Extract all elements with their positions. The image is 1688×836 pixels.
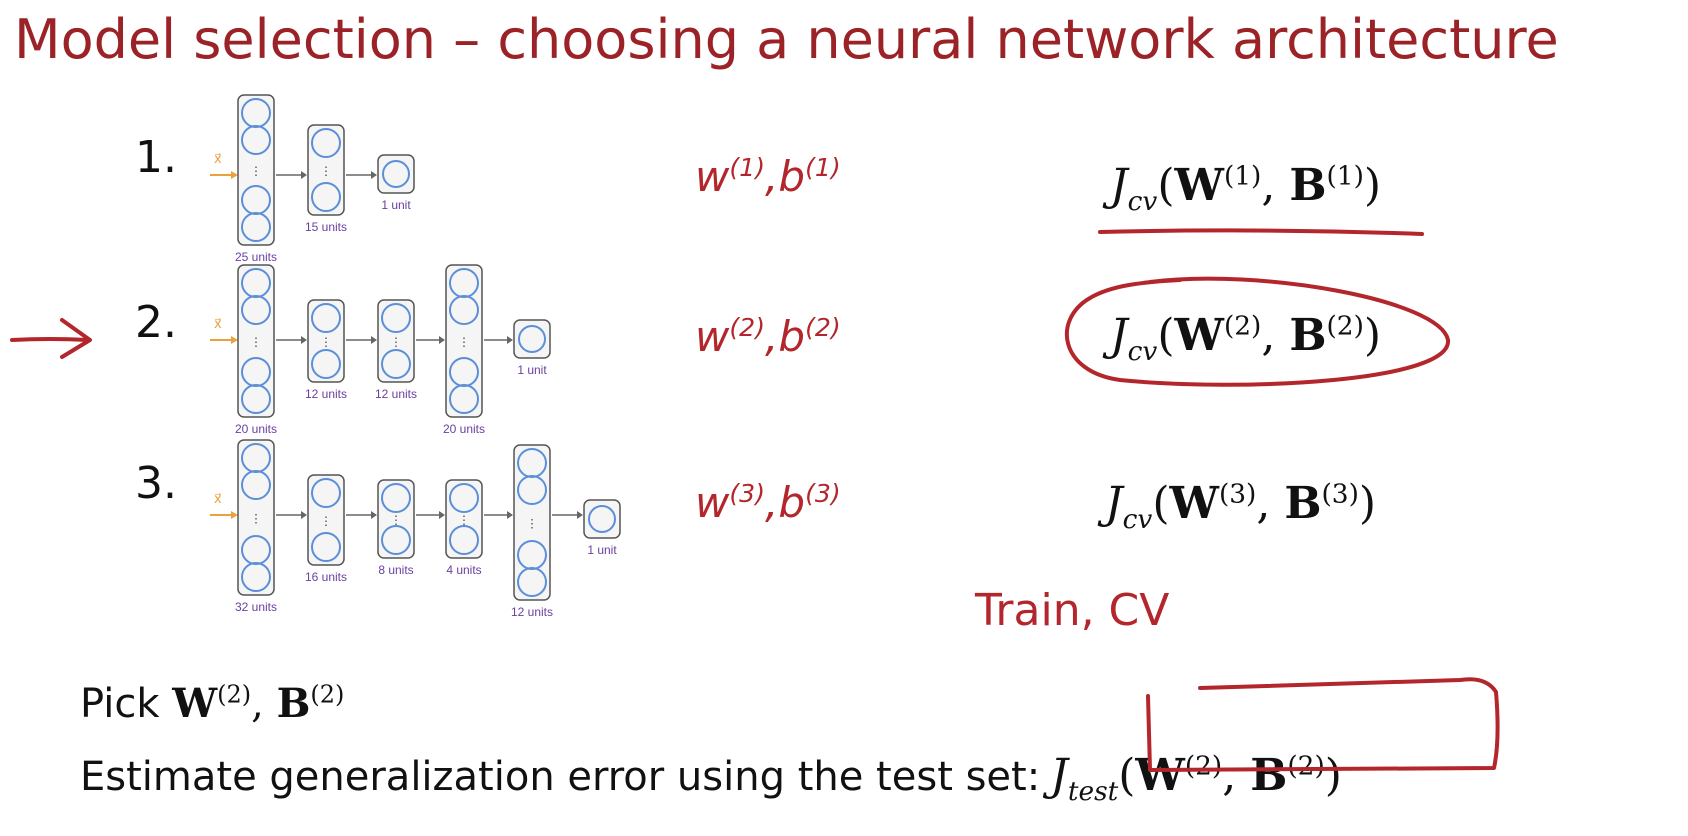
connection-arrowhead <box>371 171 377 179</box>
estimate-line: Estimate generalization error using the … <box>80 750 1342 807</box>
neuron <box>241 384 271 414</box>
neuron <box>381 349 411 379</box>
layer-units-label: 25 units <box>235 250 277 264</box>
connection-arrowhead <box>301 511 307 519</box>
layer-box <box>377 479 415 559</box>
layer-units-label: 15 units <box>305 220 347 234</box>
input-x-label: x⃗ <box>214 492 222 507</box>
neuron <box>517 567 547 597</box>
ellipsis: ⋮ <box>390 513 402 527</box>
layer-units-label: 1 unit <box>517 363 547 377</box>
cost-1-underline <box>1098 228 1424 236</box>
neuron <box>449 295 479 325</box>
input-x-label: x⃗ <box>214 152 222 167</box>
neuron <box>518 325 546 353</box>
neuron <box>311 349 341 379</box>
ellipsis: ⋮ <box>250 512 262 526</box>
layer-units-label: 1 unit <box>381 198 411 212</box>
layer-box <box>307 299 345 383</box>
layer-units-label: 12 units <box>305 387 347 401</box>
layer-units-label: 8 units <box>378 563 413 577</box>
connection-arrowhead <box>577 511 583 519</box>
ellipsis: ⋮ <box>250 164 262 178</box>
model-3-cost: Jcv(W(3), B(3)) <box>1105 478 1377 535</box>
layer-box <box>237 264 275 418</box>
ellipsis: ⋮ <box>390 335 402 349</box>
layer-units-label: 16 units <box>305 570 347 584</box>
ellipsis: ⋮ <box>320 335 332 349</box>
model-3-number: 3. <box>135 458 177 509</box>
input-arrowhead <box>231 511 238 519</box>
connection-arrowhead <box>301 336 307 344</box>
layer-box <box>237 439 275 596</box>
model-1-cost: Jcv(W(1), B(1)) <box>1110 160 1382 217</box>
neuron <box>241 125 271 155</box>
input-arrowhead <box>231 336 238 344</box>
train-cv-annotation: Train, CV <box>975 585 1170 636</box>
ellipsis: ⋮ <box>320 164 332 178</box>
connection-arrowhead <box>301 171 307 179</box>
connection-arrowhead <box>439 511 445 519</box>
neuron <box>588 505 616 533</box>
neuron <box>381 525 411 555</box>
model-2-number: 2. <box>135 297 177 348</box>
input-x-label: x⃗ <box>214 317 222 332</box>
layer-box <box>377 299 415 383</box>
layer-units-label: 4 units <box>446 563 481 577</box>
ellipsis: ⋮ <box>458 335 470 349</box>
neuron <box>517 475 547 505</box>
layer-units-label: 32 units <box>235 600 277 614</box>
layer-box <box>307 124 345 216</box>
cost-2-circle <box>1064 276 1451 387</box>
slide-title: Model selection – choosing a neural netw… <box>14 8 1559 71</box>
ellipsis: ⋮ <box>320 514 332 528</box>
neuron <box>311 128 341 158</box>
layer-box <box>513 444 551 601</box>
layer-units-label: 20 units <box>235 422 277 436</box>
connection-arrowhead <box>371 336 377 344</box>
layer-units-label: 12 units <box>511 605 553 619</box>
neuron <box>311 478 341 508</box>
model-2-cost: Jcv(W(2), B(2)) <box>1110 310 1382 367</box>
neuron <box>449 384 479 414</box>
layer-box <box>237 94 275 246</box>
model-1-params: w(1),b(1) <box>695 152 841 201</box>
layer-units-label: 20 units <box>443 422 485 436</box>
input-arrowhead <box>231 171 238 179</box>
layer-box <box>445 479 483 559</box>
connection-arrowhead <box>507 511 513 519</box>
test-cost-box <box>1146 677 1500 772</box>
neuron <box>449 483 479 513</box>
connection-arrowhead <box>371 511 377 519</box>
model-2-params: w(2),b(2) <box>695 312 841 361</box>
connection-arrowhead <box>507 336 513 344</box>
neuron <box>382 160 410 188</box>
layer-units-label: 1 unit <box>587 543 617 557</box>
layer-units-label: 12 units <box>375 387 417 401</box>
selection-arrow <box>10 337 90 342</box>
model-3-params: w(3),b(3) <box>695 478 841 527</box>
ellipsis: ⋮ <box>526 517 538 531</box>
neuron <box>311 182 341 212</box>
neuron <box>449 525 479 555</box>
neuron <box>241 212 271 242</box>
ellipsis: ⋮ <box>458 513 470 527</box>
ellipsis: ⋮ <box>250 335 262 349</box>
neuron <box>241 470 271 500</box>
neuron <box>311 303 341 333</box>
layer-box <box>445 264 483 418</box>
layer-box <box>307 474 345 566</box>
selection-arrowhead <box>60 318 92 359</box>
connection-arrowhead <box>439 336 445 344</box>
neuron <box>381 303 411 333</box>
neuron <box>241 295 271 325</box>
neuron <box>241 562 271 592</box>
neuron <box>311 532 341 562</box>
pick-line: Pick W(2), B(2) <box>80 680 345 727</box>
model-1-number: 1. <box>135 132 177 183</box>
neuron <box>381 483 411 513</box>
